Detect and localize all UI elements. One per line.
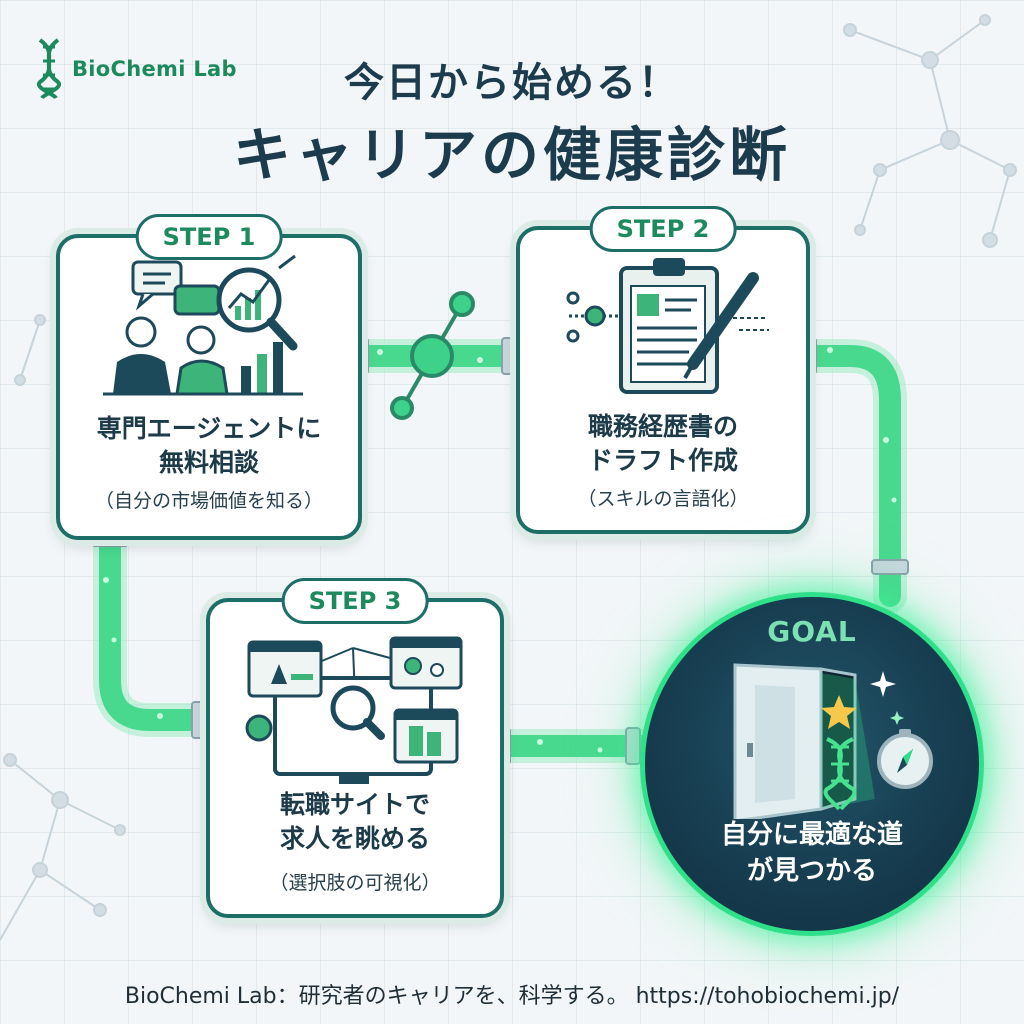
page-title-line2: キャリアの健康診断 (232, 121, 791, 189)
step-3-label: STEP 3 (281, 578, 429, 624)
sparkle-icon (870, 671, 904, 725)
logo[interactable]: BioChemi Lab (34, 38, 237, 100)
clipboard-resume-icon (619, 258, 719, 394)
people-icon (103, 316, 303, 396)
chat-bubbles-icon (131, 260, 221, 316)
step-1-subtitle: （自分の市場価値を知る） (94, 490, 323, 512)
dna-icon (36, 38, 62, 100)
step-2-subtitle: （スキルの言語化） (577, 488, 749, 510)
goal-circle[interactable]: GOAL 自分に最適な道 が見つ (640, 592, 984, 936)
monitor-network-icon (245, 636, 463, 784)
step-2-label: STEP 2 (589, 206, 737, 252)
molecule-icon (390, 291, 475, 420)
door-icon (733, 663, 857, 819)
logo-text: BioChemi Lab (72, 57, 237, 81)
step-3-title: 転職サイトで 求人を眺める (279, 790, 430, 853)
goal-label: GOAL (767, 615, 857, 648)
consultation-icon (103, 254, 303, 396)
gear-icon (245, 714, 273, 742)
goal-illustration (733, 663, 933, 819)
step-2-card[interactable]: STEP 2 (516, 206, 810, 534)
page-title-line1: 今日から始める！ (344, 60, 680, 106)
step-1-title: 専門エージェントに 無料相談 (96, 414, 322, 477)
step-3-card[interactable]: STEP 3 転職サイトで 求人を眺める (206, 578, 504, 918)
pen-icon (683, 272, 769, 379)
goal-text: 自分に最適な道 が見つかる (720, 820, 903, 886)
dna-icon (823, 737, 857, 811)
step-3-subtitle: （選択肢の可視化） (269, 872, 441, 894)
magnifier-chart-icon (216, 254, 298, 351)
star-icon (821, 695, 857, 729)
step-2-title: 職務経歴書の ドラフト作成 (587, 412, 738, 475)
resume-icon (566, 258, 769, 394)
footer-text[interactable]: BioChemi Lab：研究者のキャリアを、科学する。 https://toh… (124, 984, 900, 1009)
step-1-label: STEP 1 (135, 214, 283, 260)
gear-icon (404, 657, 422, 675)
compass-icon (877, 729, 933, 789)
step-1-card[interactable]: STEP 1 (56, 214, 362, 540)
magnifier-icon (330, 685, 376, 731)
